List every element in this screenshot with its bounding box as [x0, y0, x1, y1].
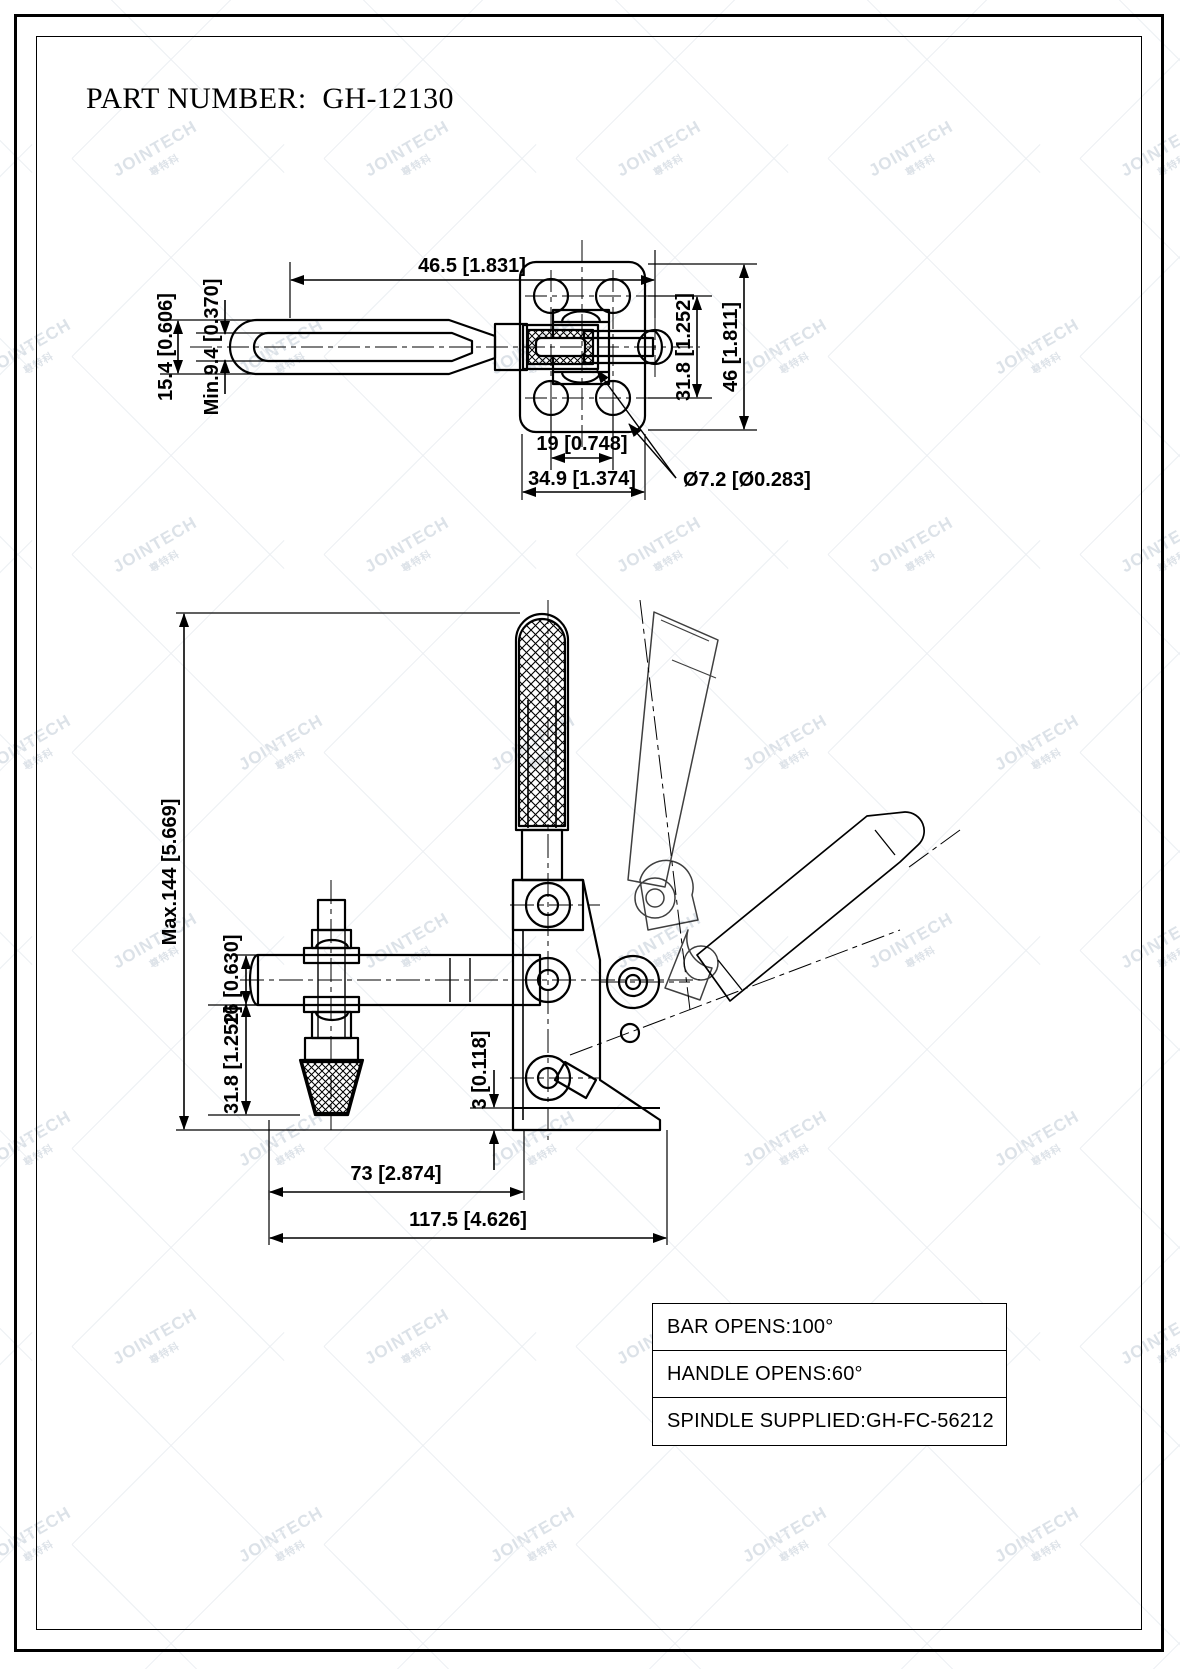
dim-hole-diameter: Ø7.2 [Ø0.283]	[683, 469, 811, 491]
dim-base-outer-height: 46 [1.811]	[720, 302, 742, 392]
dim-spindle-offset: 73 [2.874]	[350, 1163, 441, 1185]
dim-handle-slot-min: Min.9.4 [0.370]	[201, 279, 223, 416]
note-row-spindle-supplied: SPINDLE SUPPLIED:GH-FC-56212	[667, 1410, 994, 1432]
note-row-handle-opens: HANDLE OPENS:60°	[653, 1351, 1006, 1398]
dim-plate-width: 34.9 [1.374]	[528, 468, 636, 490]
page-title: PART NUMBER: GH-12130	[86, 82, 454, 115]
dim-handle-width: 15.4 [0.606]	[155, 293, 177, 401]
dim-overall-length: 117.5 [4.626]	[409, 1209, 527, 1231]
dim-base-height: 31.8 [1.252]	[221, 1006, 243, 1114]
dim-spindle-height: 16 [0.630]	[221, 934, 243, 1025]
note-row-bar-opens: BAR OPENS:100°	[653, 1304, 1006, 1351]
dim-base-inner-height: 31.8 [1.252]	[673, 293, 695, 401]
notes-table: BAR OPENS:100° HANDLE OPENS:60° SPINDLE …	[652, 1303, 1007, 1446]
sheet-border-inner	[36, 36, 1142, 1630]
dim-max-height: Max.144 [5.669]	[159, 799, 181, 946]
dim-plate-hole-spacing: 19 [0.748]	[536, 433, 627, 455]
dim-handle-length: 46.5 [1.831]	[418, 255, 526, 277]
dim-plate-thickness: 3 [0.118]	[469, 1031, 491, 1110]
sheet-border-outer	[14, 14, 1164, 1652]
